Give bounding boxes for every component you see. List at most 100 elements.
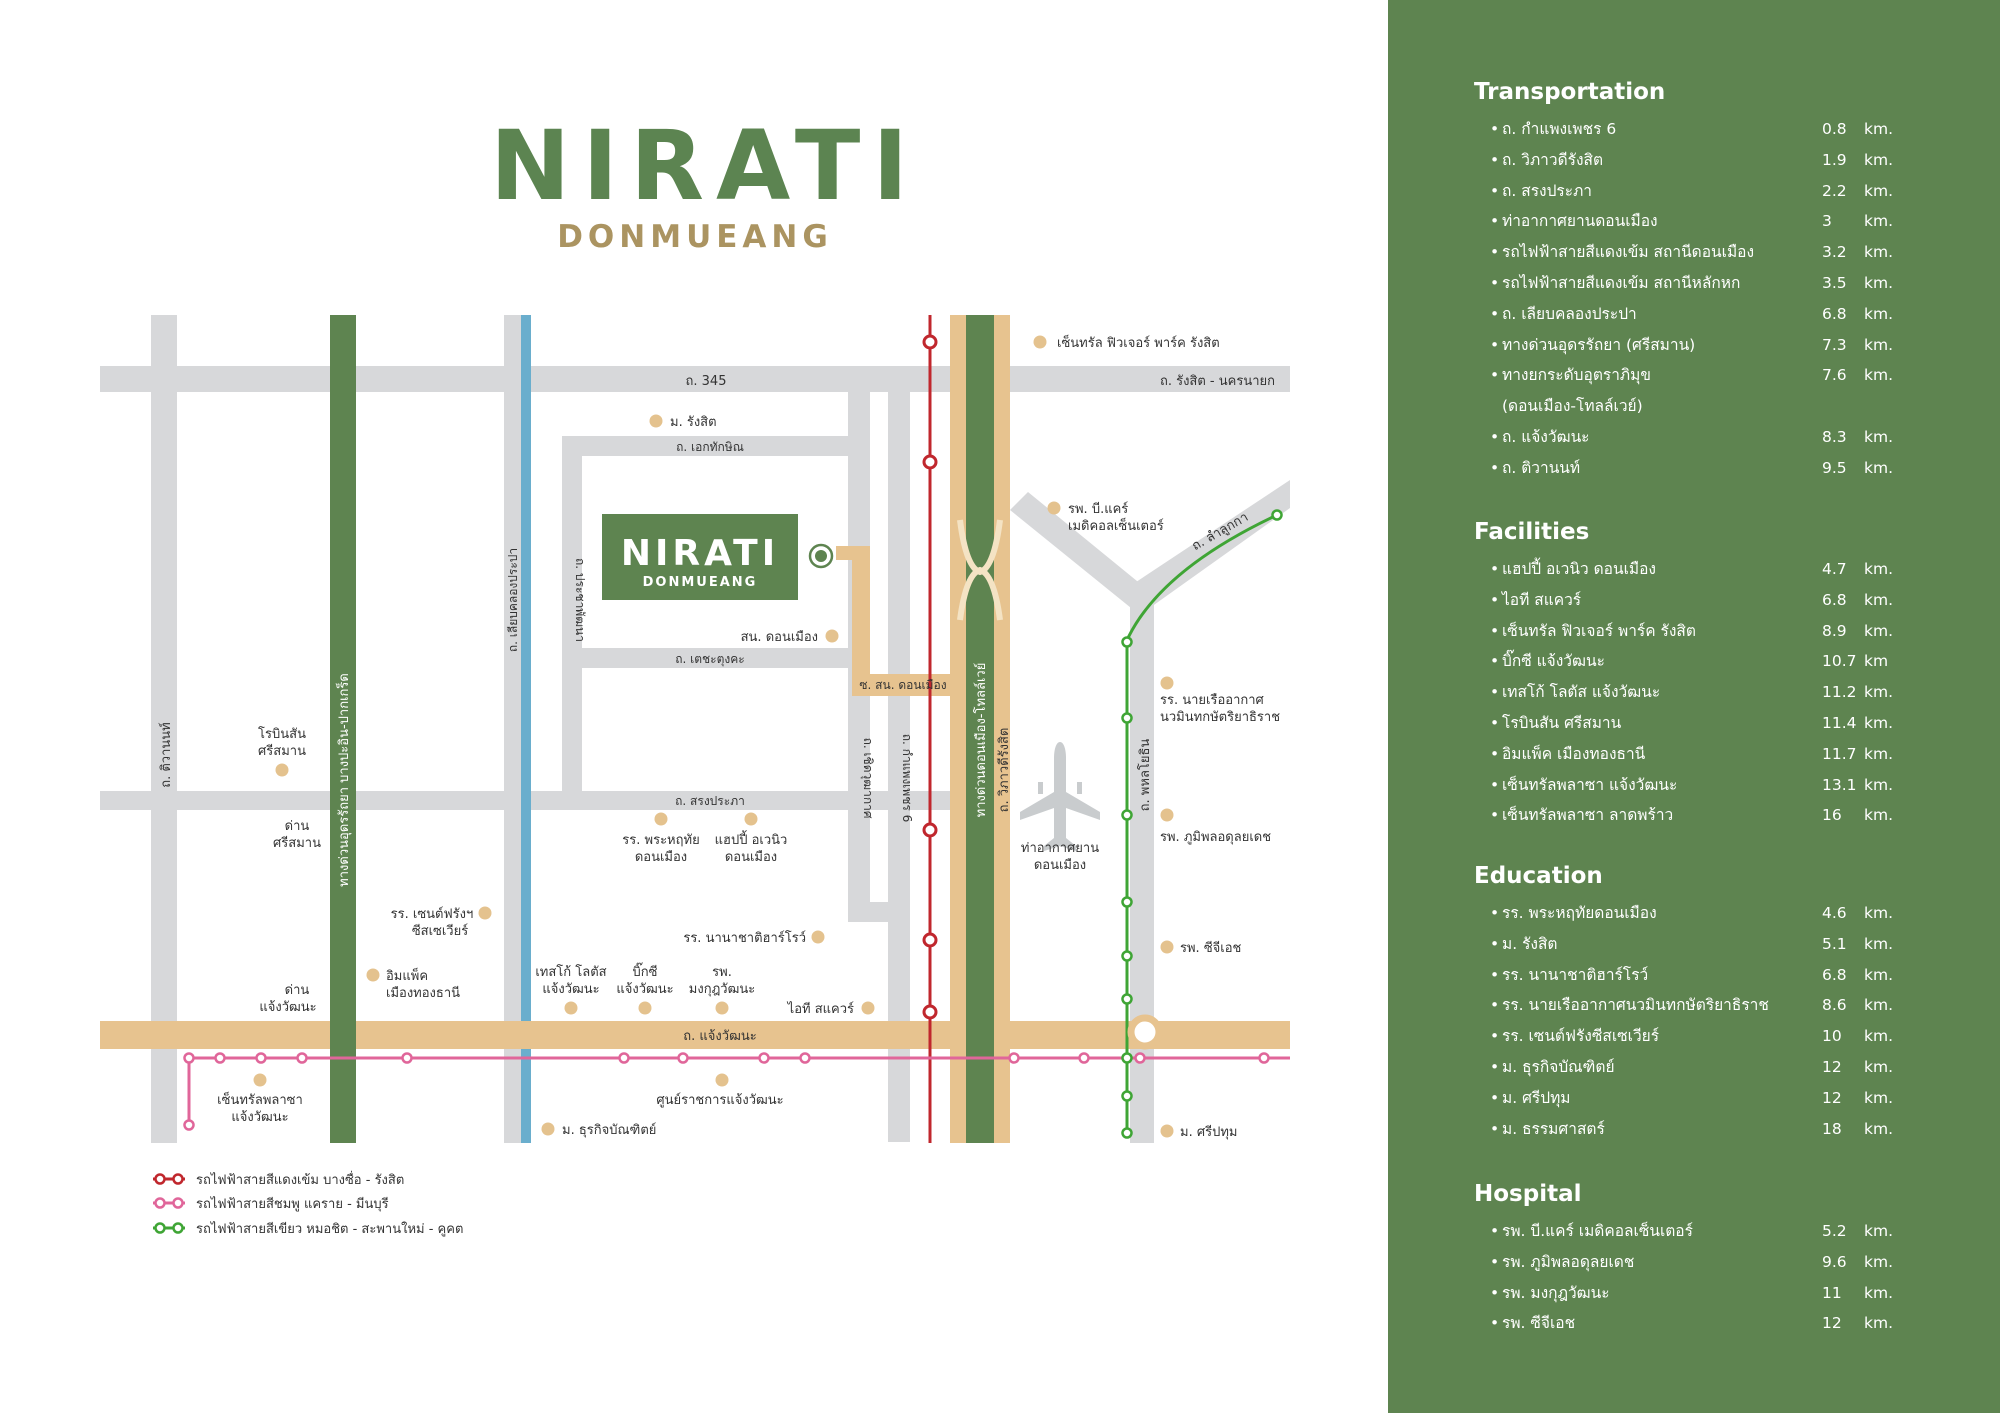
brand-title: NIRATI (490, 110, 921, 222)
place-name: ทางด่วนอุดรรัถยา (ศรีสมาน) (1502, 335, 1696, 354)
place-distance: 7.3 (1822, 335, 1847, 354)
green-line-station (1121, 1090, 1133, 1102)
poi-label-robinson-2: ศรีสมาน (258, 743, 306, 759)
legend-label-green: รถไฟฟ้าสายสีเขียว หมอชิต - สะพานใหม่ - ค… (196, 1221, 463, 1237)
poi-dot-bcare (1047, 501, 1061, 515)
road-tiwanon (151, 315, 177, 1143)
place-distance: 5.2 (1822, 1222, 1847, 1240)
soi-sor-nor-vertical (852, 546, 870, 684)
place-distance: 12 (1822, 1314, 1842, 1333)
road-lam-luk-ka (1124, 480, 1290, 612)
pink-line-station (183, 1119, 195, 1131)
poi-dot-robinson (275, 763, 289, 777)
distance-unit: km. (1864, 366, 1894, 385)
poi-label-mongkut-1: รพ. (712, 965, 732, 980)
poi-dot-st-francis (478, 906, 492, 920)
poi-label-happy-ave-1: แฮปปี้ อเวนิว (715, 830, 788, 848)
bullet: • (1490, 965, 1500, 984)
poi-dot-lotus (564, 1001, 578, 1015)
poi-labels: เซ็นทรัล ฟิวเจอร์ พาร์ค รังสิต ม. รังสิต… (217, 333, 1280, 1140)
distance-unit: km. (1864, 1314, 1894, 1333)
project-box-subtitle: DONMUEANG (643, 575, 758, 590)
place-name: เทสโก้ โลตัส แจ้งวัฒนะ (1502, 683, 1661, 702)
bullet: • (1490, 458, 1500, 477)
pink-line-station (183, 1052, 195, 1064)
legend-label-red: รถไฟฟ้าสายสีแดงเข้ม บางซื่อ - รังสิต (196, 1171, 404, 1188)
road-chaengwattana (100, 1021, 1290, 1049)
place-distance: 11.4 (1822, 713, 1857, 732)
bullet: • (1490, 273, 1500, 292)
poi-label-bcare-1: รพ. บี.แคร์ (1068, 501, 1128, 517)
distance-unit: km. (1864, 335, 1894, 354)
distance-unit: km. (1864, 120, 1894, 138)
place-name: เซ็นทรัลพลาซา ลาดพร้าว (1502, 806, 1674, 825)
bullet: • (1490, 713, 1500, 732)
bullet: • (1490, 243, 1500, 262)
poi-dot-prahruthai (654, 812, 668, 826)
bullet: • (1490, 1057, 1500, 1076)
poi-label-robinson-1: โรบินสัน (258, 726, 306, 742)
bullet: • (1490, 904, 1500, 922)
pink-line-station (799, 1052, 811, 1064)
poi-dot-bhumibol (1160, 808, 1174, 822)
bullet: • (1490, 1027, 1500, 1046)
distance-unit: km. (1864, 304, 1894, 323)
tollway-interchange (957, 519, 1003, 621)
distance-unit: km. (1864, 590, 1894, 609)
poi-label-bcare-2: เมดิคอลเซ็นเตอร์ (1068, 516, 1164, 534)
place-distance: 4.6 (1822, 904, 1847, 922)
poi-label-harrow: รร. นานาชาติฮาร์โรว์ (683, 930, 806, 946)
pink-line-station (401, 1052, 413, 1064)
legend-station-red (172, 1173, 184, 1185)
project-box (602, 514, 798, 600)
red-line-station (922, 932, 938, 948)
red-line-station (922, 1004, 938, 1020)
poi-label-impact-2: เมืองทองธานี (386, 985, 460, 1001)
label-soi-sor-nor: ซ. สน. ดอนเมือง (859, 678, 946, 692)
road-prachaphatthana (562, 436, 582, 806)
place-name: ถ. วิภาวดีรังสิต (1502, 150, 1604, 169)
poi-label-toll-chaeng-2: แจ้งวัฒนะ (259, 1000, 316, 1015)
pink-line-station (296, 1052, 308, 1064)
bullet: • (1490, 1252, 1500, 1271)
poi-label-toll-chaeng-1: ด่าน (285, 983, 310, 998)
distance-unit: km. (1864, 934, 1894, 953)
distance-unit: km. (1864, 273, 1894, 292)
poi-dot-central-chaeng (253, 1073, 267, 1087)
brand-subtitle: DONMUEANG (557, 219, 833, 255)
green-line-track (1125, 513, 1278, 1133)
label-expressway-tollway: ทางด่วนดอนเมือง-โทลล์เวย์ (973, 663, 989, 818)
distance-unit: km. (1864, 1057, 1894, 1076)
place-name: เซ็นทรัลพลาซา แจ้งวัฒนะ (1502, 775, 1678, 794)
place-distance: 6.8 (1822, 965, 1847, 984)
place-distance: 8.3 (1822, 427, 1847, 446)
label-road-345: ถ. 345 (686, 374, 727, 389)
place-name: รถไฟฟ้าสายสีแดงเข้ม สถานีดอนเมือง (1502, 243, 1755, 262)
poi-label-bhumibol: รพ. ภูมิพลอดุลยเดช (1160, 830, 1271, 845)
place-name: ไอที สแควร์ (1502, 590, 1582, 609)
place-name: ทางยกระดับอุตราภิมุข (1502, 366, 1651, 385)
distance-unit: km. (1864, 1252, 1894, 1271)
poi-label-central-chaeng-1: เซ็นทรัลพลาซา (217, 1090, 303, 1108)
poi-label-bigc-2: แจ้งวัฒนะ (616, 982, 673, 997)
green-line-station (1121, 896, 1133, 908)
red-line (922, 315, 938, 1143)
bullet: • (1490, 590, 1500, 609)
poi-dot-happy-ave (744, 812, 758, 826)
place-distance: 1.9 (1822, 150, 1847, 169)
bullet: • (1490, 744, 1500, 763)
distance-unit: km. (1864, 150, 1894, 169)
place-name: ถ. กำแพงเพชร 6 (1502, 120, 1617, 138)
label-road-songprapha: ถ. สรงประภา (675, 794, 745, 808)
